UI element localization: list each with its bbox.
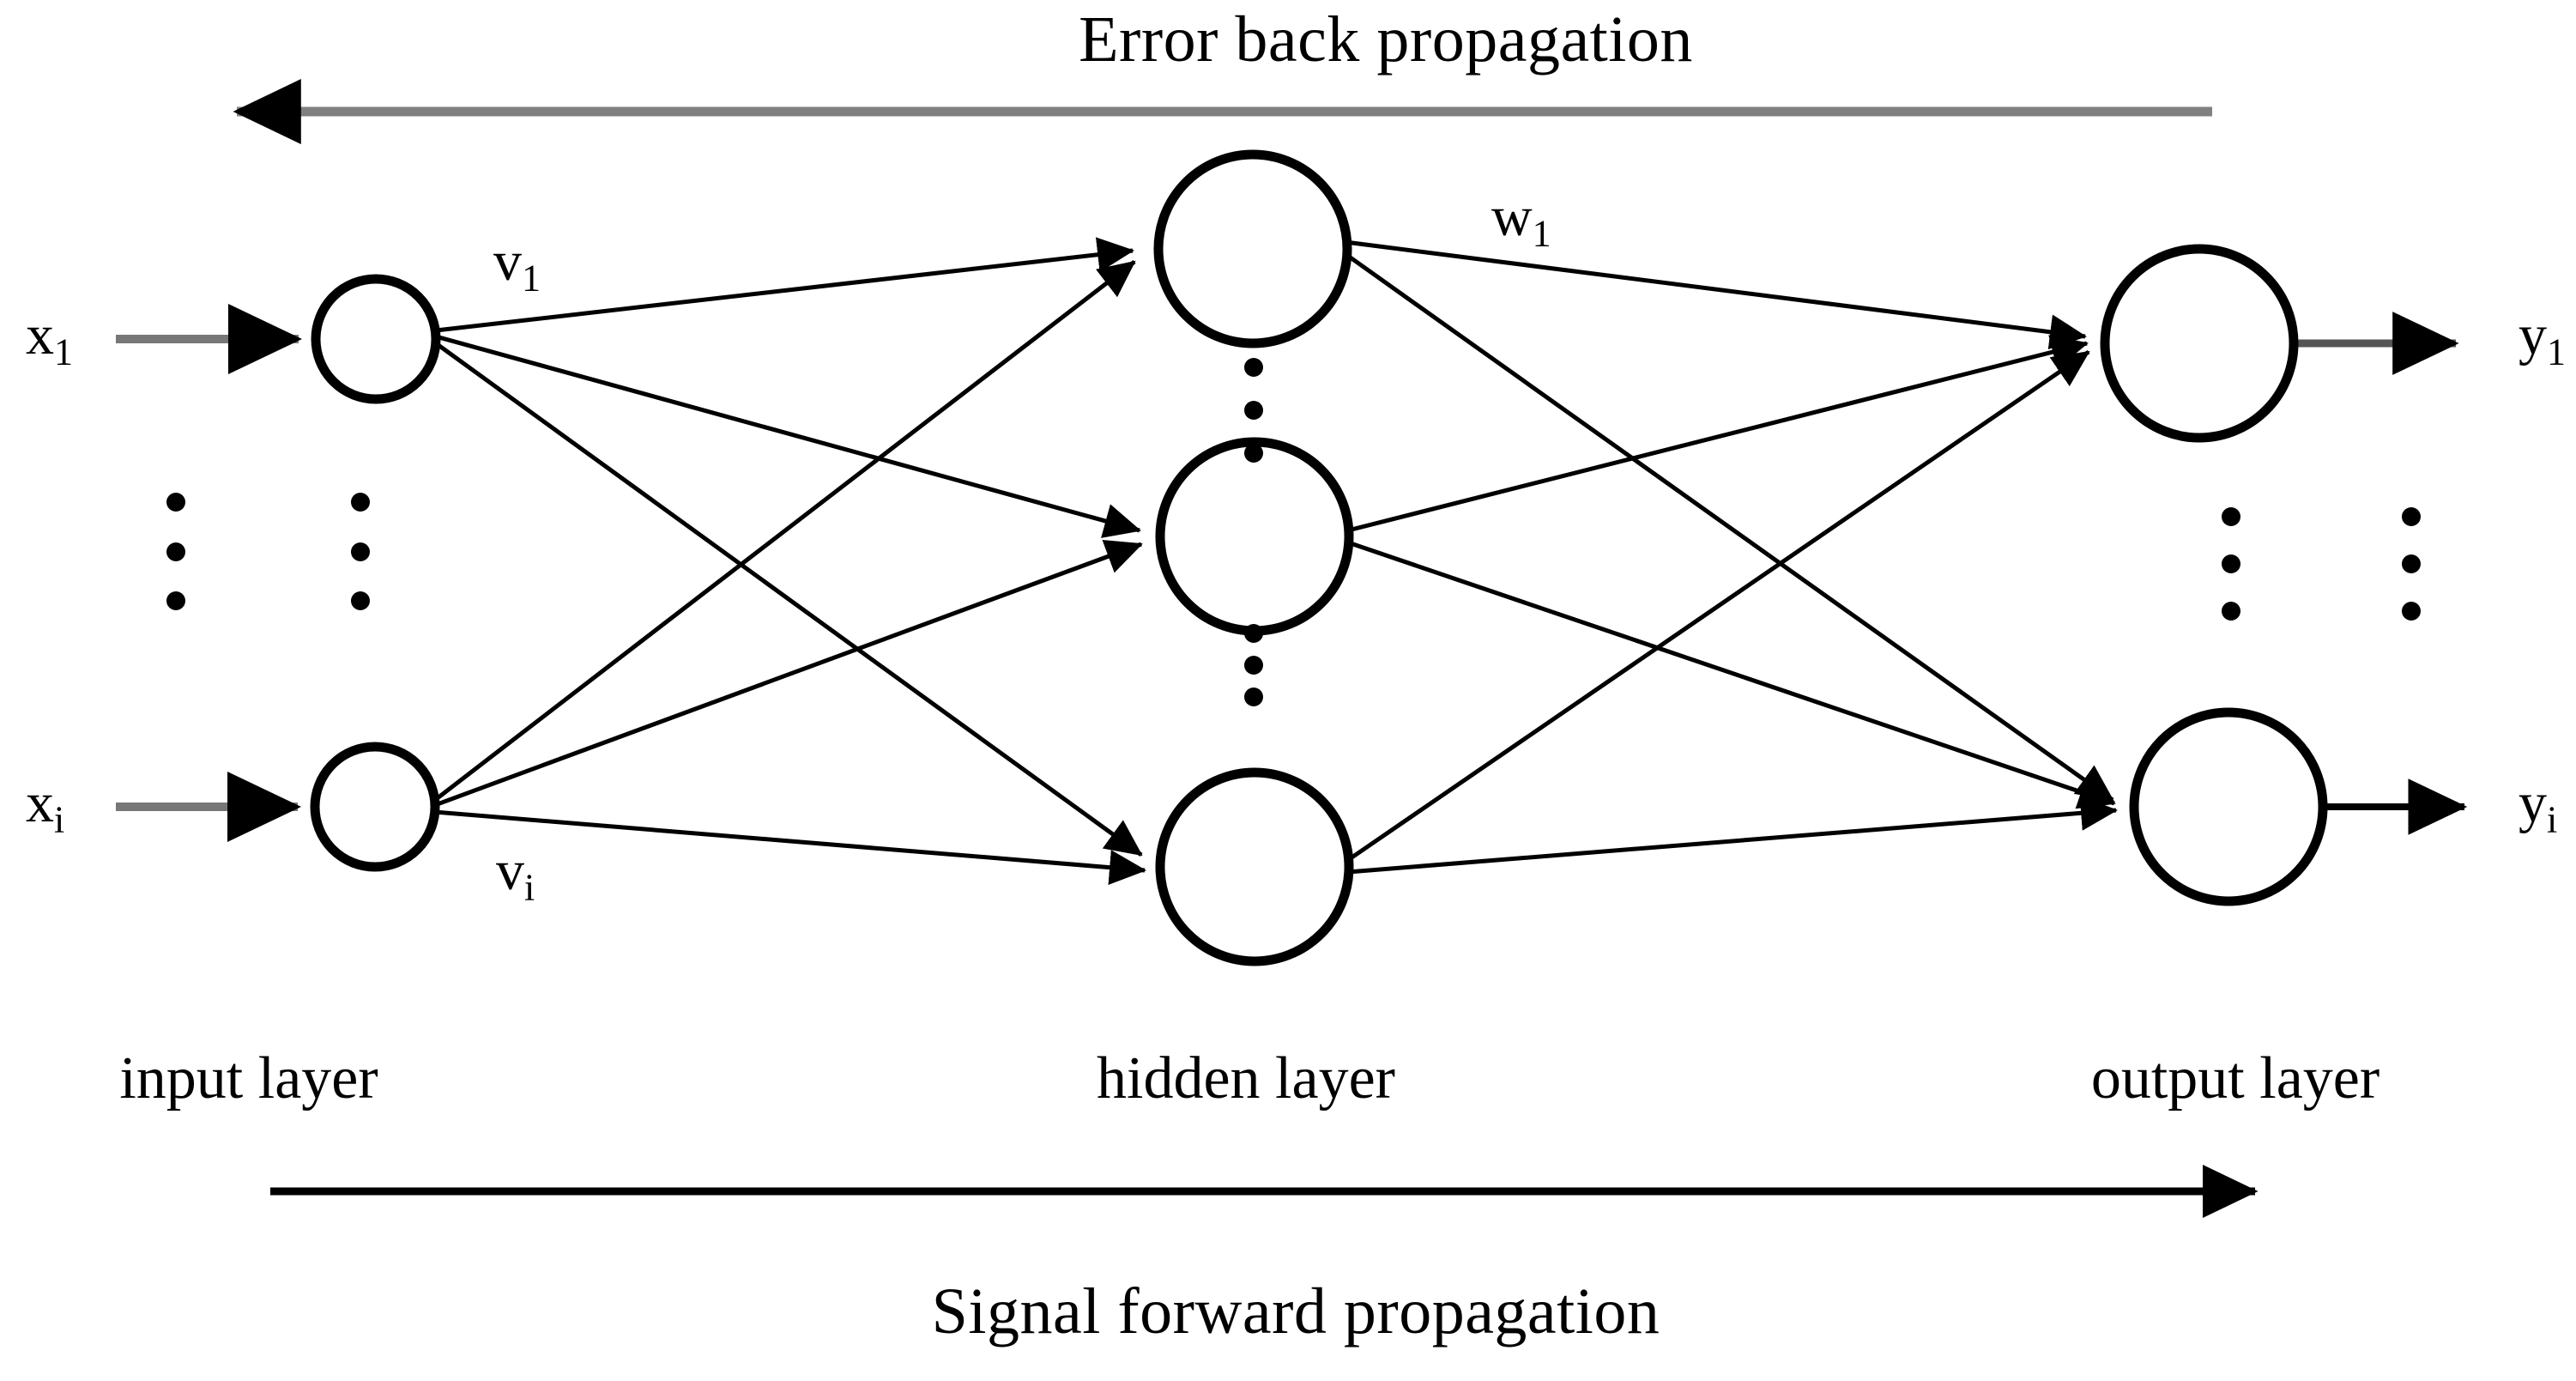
ellipsis-dot <box>2402 554 2421 573</box>
output-label-yi: yi <box>2519 775 2557 839</box>
weight-label-w1-base: w <box>1491 185 1533 248</box>
input-label-xi-base: x <box>26 772 54 834</box>
weight-label-vi-base: v <box>496 839 524 902</box>
neuron-input-1 <box>311 274 441 404</box>
ellipsis-dot <box>166 493 185 512</box>
output-layer-nodes <box>2100 244 2328 906</box>
output-label-y1-base: y <box>2519 304 2547 366</box>
ellipsis-dot <box>1244 444 1263 463</box>
ellipsis-dot <box>1244 687 1263 706</box>
output-label-y1-subscript: 1 <box>2547 330 2566 373</box>
layer-label-input: input layer <box>119 1045 378 1111</box>
input-label-x1: x1 <box>26 307 73 371</box>
ellipsis-dot <box>1244 358 1263 377</box>
weight-label-v1-base: v <box>493 230 522 293</box>
layer-label-output: output layer <box>2090 1045 2380 1111</box>
ellipsis-dot <box>351 542 370 561</box>
ellipsis-dot <box>2402 507 2421 526</box>
input-label-xi-subscript: i <box>54 798 65 841</box>
ellipsis-dot <box>351 493 370 512</box>
neuron-hidden-3 <box>1155 767 1354 966</box>
weight-label-vi: vi <box>496 843 535 906</box>
ellipsis-dot <box>1244 624 1263 643</box>
input-label-xi: xi <box>26 775 64 839</box>
output-label-yi-base: y <box>2519 772 2547 834</box>
neuron-hidden-1 <box>1153 149 1352 348</box>
ellipsis-dot <box>166 591 185 610</box>
weight-label-v1-subscript: 1 <box>522 257 541 300</box>
ellipsis-dot <box>2222 507 2240 526</box>
input-label-x1-base: x <box>26 304 54 366</box>
edges-hidden-to-output <box>1344 239 2118 875</box>
weight-label-vi-subscript: i <box>524 866 535 909</box>
hidden-layer-nodes <box>1153 149 1354 966</box>
ellipsis-dot <box>1244 656 1263 675</box>
forward-propagation-title: Signal forward propagation <box>931 1275 1660 1348</box>
ellipsis-dots <box>166 358 2421 706</box>
neuron-output-1 <box>2100 244 2299 443</box>
input-layer-nodes <box>310 274 441 872</box>
neuron-output-i <box>2129 707 2328 906</box>
output-label-yi-subscript: i <box>2547 798 2558 841</box>
ellipsis-dot <box>2222 602 2240 621</box>
back-propagation-title: Error back propagation <box>1079 3 1693 76</box>
edges-input-to-hidden <box>433 237 1146 886</box>
ellipsis-dot <box>1244 401 1263 420</box>
ellipsis-dot <box>2222 554 2240 573</box>
neuron-input-i <box>310 742 440 872</box>
output-label-y1: y1 <box>2519 307 2566 371</box>
weight-label-w1-subscript: 1 <box>1532 212 1551 255</box>
layer-label-hidden: hidden layer <box>1097 1045 1395 1111</box>
ellipsis-dot <box>166 542 185 561</box>
weight-label-w1: w1 <box>1491 189 1551 252</box>
weight-label-v1: v1 <box>493 233 541 297</box>
input-label-x1-subscript: 1 <box>54 330 73 373</box>
neuron-hidden-2 <box>1155 437 1354 636</box>
ellipsis-dot <box>351 591 370 610</box>
ellipsis-dot <box>2402 602 2421 621</box>
